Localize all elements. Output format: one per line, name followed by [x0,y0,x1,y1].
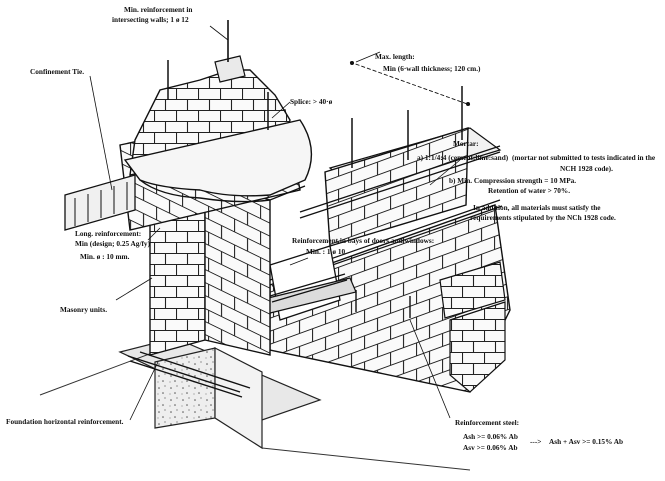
foundation-side [214,347,263,450]
label-long-reinforcement: Long. reinforcement: [75,229,142,238]
foundation [39,337,471,471]
label-asv: Asv >= 0.06% Ab [463,443,518,452]
leader-bays [289,257,309,266]
leader-foundation [129,361,159,421]
label-bays-reinforcement: Reinforcement in bays of doors and windo… [292,236,435,245]
label-foundation: Foundation horizontal reinforcement. [6,417,124,426]
leader-min-reinforcement [209,25,229,41]
bond-beam-stirrups [74,182,128,226]
leader-masonry-units [115,277,153,301]
wall-end-step-1 [439,261,506,319]
leader-max-length [355,51,381,63]
leader-long-reinforcement [147,227,161,241]
label-sum: Ash + Asv >= 0.15% Ab [549,437,624,446]
label-bays-min: Min. : 1 ø 10 [306,247,346,256]
label-mortar-b: b) Min. Compression strength = 10 MPa. [449,176,577,185]
leader-splice [271,101,291,119]
label-min-reinforcement-line1: Min. reinforcement in [124,5,193,14]
bond-beam [64,174,136,231]
label-mortar-a: a) 1:1/4:4 (cement:lime:sand) [417,153,509,162]
label-max-length: Max. length: [375,52,415,61]
label-long-min-diameter: Min. ø : 10 mm. [80,252,130,261]
label-addition-2: requirements stipulated by the NCh 1928 … [470,213,616,222]
leader-reinforcement-steel [409,319,451,419]
label-mortar: Mortar: [453,139,479,148]
label-masonry-units: Masonry units. [60,305,108,314]
label-arrow: ---> [530,437,542,446]
label-splice: Splice: > 40·ø [290,97,333,106]
slab-top [123,119,313,197]
label-min-wall-thickness: Min (6·wall thickness; 120 cm.) [383,64,481,73]
wall-end-step-2 [449,301,506,393]
vertical-rebars [167,20,463,318]
opening [259,245,357,321]
label-ash: Ash >= 0.06% Ab [463,432,518,441]
label-addition-1: In addition, all materials must satisfy … [473,203,601,212]
masonry-pier [149,179,271,356]
max-length-dimension [349,61,471,106]
label-mortar-note-2: NCH 1928 code). [560,164,613,173]
label-long-min-design: Min (design; 0.25 Ag/fy) [75,239,150,248]
slab-edge [139,179,306,203]
foundation-ground-line [39,349,471,471]
label-min-reinforcement-line2: intersecting walls; 1 ø 12 [112,15,189,24]
slab [123,119,313,203]
opening-rebar [269,273,348,303]
leader-mortar [429,159,461,186]
intersection-cell [214,55,246,83]
label-reinforcement-steel: Reinforcement steel: [455,418,520,427]
bond-beam-rebar [299,145,501,219]
leader-lines [89,25,461,421]
leader-confinement-tie [89,75,113,191]
label-mortar-note-1: (mortar not submitted to tests indicated… [512,153,656,162]
long-wall [269,127,511,393]
foundation-horizontal-rebar [127,351,251,398]
label-retention: Retention of water > 70%. [488,186,571,195]
label-confinement-tie: Confinement Tie. [30,67,85,76]
upper-wall-panel [324,127,469,247]
